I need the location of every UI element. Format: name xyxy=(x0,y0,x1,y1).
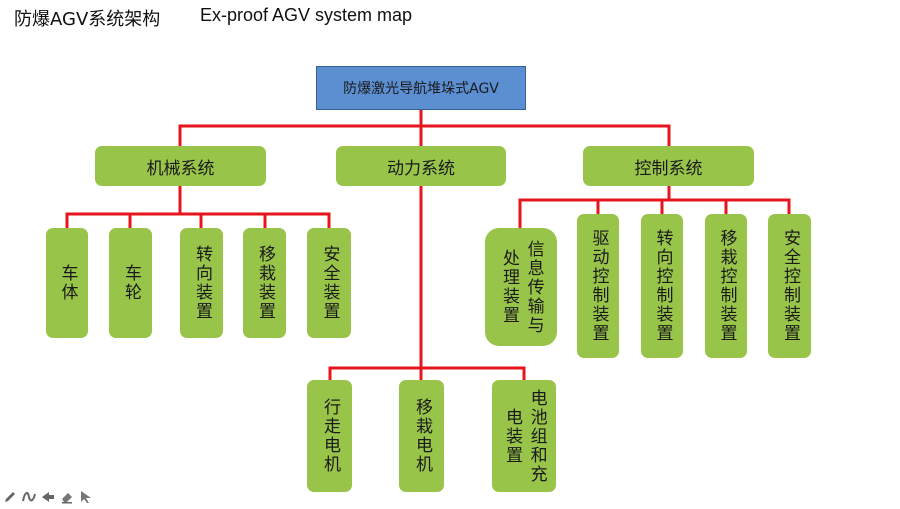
power-item-label: 电池组和充电装置 xyxy=(502,388,547,484)
ctrl-item-steering-control: 转向控制装置 xyxy=(641,214,683,358)
mech-item-label: 安全装置 xyxy=(319,245,340,321)
mech-item-label: 移栽装置 xyxy=(255,245,275,321)
mech-item-safety: 安全装置 xyxy=(307,228,351,338)
control-system-label: 控制系统 xyxy=(634,158,703,179)
ctrl-item-transfer-control: 移栽控制装置 xyxy=(705,214,747,358)
power-system-node: 动力系统 xyxy=(336,146,506,186)
mech-item-label: 转向装置 xyxy=(192,245,212,321)
ctrl-item-label: 驱动控制装置 xyxy=(588,229,609,343)
pointer-icon[interactable] xyxy=(79,489,93,503)
eraser-icon[interactable] xyxy=(60,489,74,504)
mech-item-label: 车体 xyxy=(57,264,78,302)
mech-item-label: 车轮 xyxy=(121,264,141,302)
root-label: 防爆激光导航堆垛式AGV xyxy=(343,81,499,97)
ctrl-item-label: 信息传输与处理装置 xyxy=(499,239,544,335)
ctrl-item-info-processing: 信息传输与处理装置 xyxy=(485,228,557,346)
mechanical-system-node: 机械系统 xyxy=(95,146,266,186)
mech-item-steering: 转向装置 xyxy=(180,228,223,338)
root-node: 防爆激光导航堆垛式AGV xyxy=(316,66,526,110)
title-english: Ex-proof AGV system map xyxy=(200,5,413,25)
arrow-icon[interactable] xyxy=(41,489,55,503)
ctrl-item-label: 转向控制装置 xyxy=(652,229,673,343)
mech-item-transfer: 移栽装置 xyxy=(243,228,286,338)
mech-item-body: 车体 xyxy=(46,228,88,338)
curve-icon[interactable] xyxy=(22,489,36,503)
annotation-toolbar xyxy=(3,488,93,504)
mech-item-wheel: 车轮 xyxy=(109,228,152,338)
pen-icon[interactable] xyxy=(3,489,17,503)
power-item-label: 行走电机 xyxy=(320,398,340,474)
power-item-transfer-motor: 移栽电机 xyxy=(399,380,444,492)
control-system-node: 控制系统 xyxy=(583,146,754,186)
ctrl-item-drive-control: 驱动控制装置 xyxy=(577,214,619,358)
power-item-label: 移栽电机 xyxy=(412,398,432,474)
ctrl-item-label: 安全控制装置 xyxy=(780,229,800,343)
ctrl-item-label: 移栽控制装置 xyxy=(716,229,737,343)
power-item-battery-charger: 电池组和充电装置 xyxy=(492,380,556,492)
ctrl-item-safety-control: 安全控制装置 xyxy=(768,214,811,358)
mechanical-system-label: 机械系统 xyxy=(146,158,215,179)
title-chinese: 防爆AGV系统架构 xyxy=(14,9,161,30)
power-system-label: 动力系统 xyxy=(387,158,455,179)
power-item-drive-motor: 行走电机 xyxy=(307,380,352,492)
